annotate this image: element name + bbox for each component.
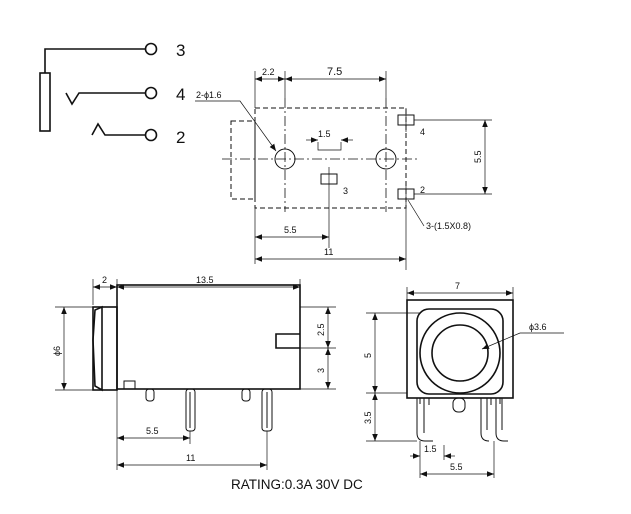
pad-2-label: 2 — [420, 185, 425, 195]
pin4-terminal — [144, 86, 158, 100]
flange-body — [92, 306, 118, 391]
side-pin-mid — [185, 388, 196, 432]
side-view: 2 13.5 ϕ6 2.5 3 5.5 11 — [52, 275, 336, 470]
side-pin-left — [145, 388, 155, 402]
dim-5-label: 5 — [363, 353, 373, 358]
front-pin-right — [480, 398, 490, 442]
dim-5-5-right-label: 5.5 — [473, 150, 483, 163]
front-inner-square — [416, 308, 504, 395]
barrel-outer-ring — [419, 312, 501, 394]
dim-5-5-front-label: 5.5 — [450, 462, 463, 472]
pin3-terminal — [144, 42, 158, 56]
rating-label: RATING:0.3A 30V DC — [231, 477, 363, 492]
pad-callout-label: 3-(1.5X0.8) — [426, 221, 471, 231]
pad-3-label: 3 — [343, 186, 348, 196]
front-pin-far-right — [495, 398, 508, 442]
body-outline-dashed — [254, 107, 407, 209]
dim-3-5-label: 3.5 — [363, 411, 373, 424]
pcb-footprint-view: 1.5 2.2 7.5 2-ϕ1.6 5.5 4 3 2 3-(1.5X0.8)… — [195, 66, 492, 270]
pin3-label: 3 — [176, 41, 185, 60]
front-body — [406, 299, 514, 399]
dim-3-label: 3 — [316, 368, 326, 373]
pin2-label: 2 — [176, 128, 185, 147]
pad-4-label: 4 — [420, 127, 425, 137]
mount-hole-right — [375, 148, 397, 170]
pin3-lead — [44, 48, 145, 73]
sleeve-symbol — [39, 72, 51, 132]
pin4-lead — [65, 92, 145, 106]
dim-phi3-6-label: ϕ3.6 — [529, 322, 547, 332]
dim-5-5-bottom-label: 5.5 — [284, 225, 297, 235]
flange-outline-dashed — [230, 120, 256, 200]
dim-5-5-label: 5.5 — [146, 426, 159, 436]
side-pin-mid2 — [241, 388, 251, 402]
pin2-terminal — [144, 128, 158, 142]
hole-callout-label: 2-ϕ1.6 — [196, 90, 222, 100]
dim-11-label: 11 — [186, 453, 195, 463]
front-pin-center — [452, 397, 466, 413]
dim-2-2-label: 2.2 — [262, 67, 275, 77]
mount-hole-left — [274, 148, 296, 170]
dim-2-label: 2 — [102, 275, 107, 285]
schematic-symbol: 3 4 2 — [39, 41, 185, 147]
dim-11-label: 11 — [324, 247, 333, 257]
pin2-lead — [91, 122, 145, 136]
dim-phi6-label: ϕ6 — [52, 346, 62, 356]
dim-7-5-label: 7.5 — [327, 66, 342, 78]
dim-1-5-front-label: 1.5 — [424, 444, 437, 454]
main-body — [116, 284, 301, 390]
dim-1-5-label: 1.5 — [318, 129, 331, 139]
front-pin-left — [416, 398, 433, 442]
pin4-label: 4 — [176, 85, 185, 104]
front-view: 7 ϕ3.6 5 3.5 1.5 5.5 — [363, 281, 564, 478]
barrel-opening — [431, 324, 489, 382]
dim-2-5-label: 2.5 — [316, 323, 326, 336]
dim-13-5-label: 13.5 — [196, 275, 214, 285]
body-boss — [123, 380, 136, 390]
dim-7-label: 7 — [455, 281, 460, 291]
flange — [92, 305, 103, 392]
